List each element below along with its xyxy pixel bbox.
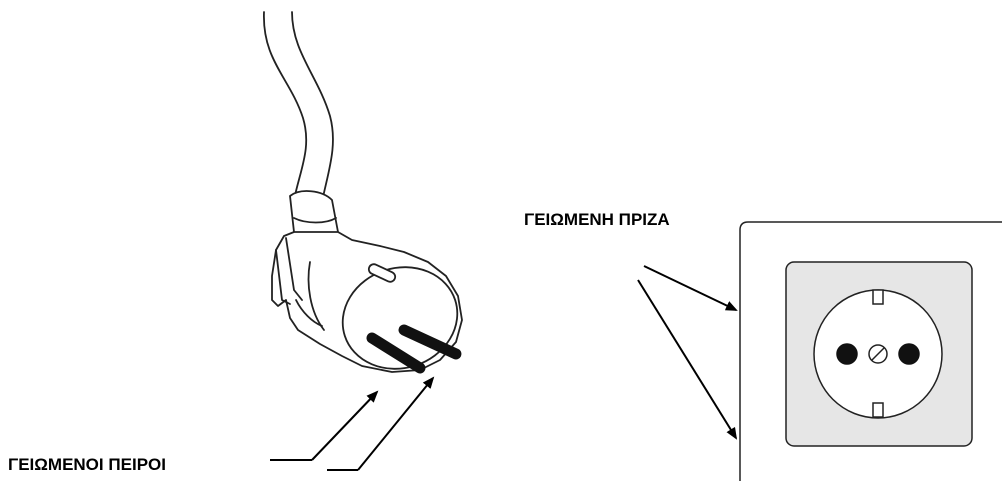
socket-label: ΓΕΙΩΜΕΝΗ ΠΡΙΖΑ (524, 210, 670, 229)
cable-strain-relief (289, 190, 339, 239)
plug-ground-slot (367, 263, 397, 283)
socket-hole-right (898, 343, 920, 365)
socket-arrow-upper (643, 265, 738, 311)
pins-arrow-left (311, 390, 379, 461)
pins-label: ΓΕΙΩΜΕΝΟΙ ΠΕΙΡΟΙ (8, 455, 166, 474)
plug-pin-right (398, 324, 462, 360)
pins-arrow-right (357, 376, 435, 471)
plug-pin-left (366, 332, 426, 374)
socket-pointer (637, 265, 738, 440)
socket-ground-contact-bottom (872, 402, 884, 418)
power-cable (263, 11, 334, 203)
socket-illustration (739, 221, 1002, 481)
socket-hole-left (836, 343, 858, 365)
plug-illustration (263, 11, 463, 374)
socket-ground-contact-top (872, 289, 884, 305)
plug-pins (366, 324, 462, 374)
socket-arrow-lower (637, 279, 738, 440)
pins-pointer (270, 376, 435, 471)
